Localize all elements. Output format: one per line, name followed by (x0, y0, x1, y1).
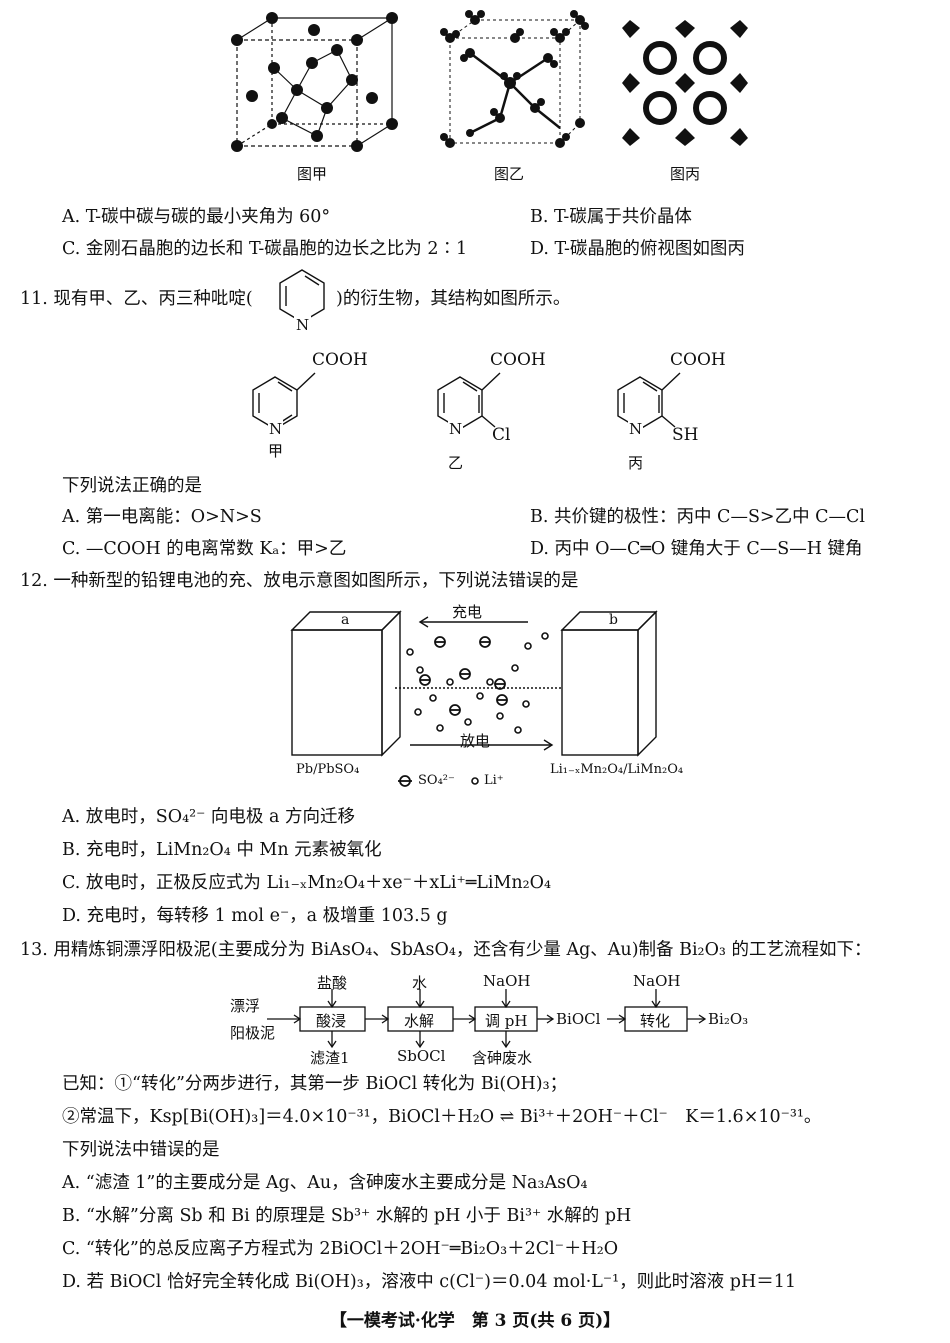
q11-prompt: 下列说法正确的是 (62, 476, 202, 496)
flow-out-residue: 滤渣1 (310, 1049, 350, 1067)
figure-diamond-cell (231, 12, 398, 152)
structure-yi-cl: Cl (492, 425, 511, 445)
q13-option-a: A. “滤渣 1”的主要成分是 Ag、Au，含砷废水主要成分是 Na₃AsO₄ (62, 1173, 588, 1193)
flow-reagent-naoh-1: NaOH (483, 972, 531, 990)
q11-stem-post: )的衍生物，其结构如图所示。 (336, 289, 571, 309)
figure-t-carbon-top-view (622, 20, 748, 146)
structure-jia-label: 甲 (268, 442, 284, 460)
structure-jia-n: N (268, 420, 284, 438)
q13-option-c: C. “转化”的总反应离子方程式为 2BiOCl＋2OH⁻═Bi₂O₃＋2Cl⁻… (62, 1239, 619, 1259)
legend-li-icon (471, 777, 479, 785)
q13-stem: 13. 用精炼铜漂浮阳极泥(主要成分为 BiAsO₄、SbAsO₄，还含有少量 … (20, 940, 872, 960)
flow-out-sbocl: SbOCl (397, 1047, 446, 1065)
q11-option-a: A. 第一电离能：O>N>S (62, 507, 262, 527)
flow-step-hydrolysis: 水解 (404, 1012, 435, 1030)
q12-option-b: B. 充电时，LiMn₂O₄ 中 Mn 元素被氧化 (62, 840, 382, 860)
structure-yi-top: COOH (490, 350, 546, 370)
structure-yi-n: N (448, 420, 464, 438)
electrode-right-label: Li₁₋ₓMn₂O₄/LiMn₂O₄ (550, 762, 684, 777)
q11-option-b: B. 共价键的极性：丙中 C—S>乙中 C—Cl (530, 507, 866, 527)
battery-diagram (290, 610, 658, 757)
q13-prompt: 下列说法中错误的是 (62, 1140, 220, 1160)
q11-option-d: D. 丙中 O—C═O 键角大于 C—S—H 键角 (530, 539, 863, 559)
flow-product: Bi₂O₃ (708, 1010, 749, 1028)
q10-option-d: D. T-碳晶胞的俯视图如图丙 (530, 239, 745, 259)
q11-stem-pre: 11. 现有甲、乙、丙三种吡啶( (20, 289, 253, 309)
flow-start-2: 阳极泥 (230, 1024, 276, 1042)
battery-box-b: b (609, 612, 618, 628)
q12-option-a: A. 放电时，SO₄²⁻ 向电极 a 方向迁移 (62, 807, 355, 827)
structure-yi-label: 乙 (448, 454, 464, 472)
q12-stem: 12. 一种新型的铅锂电池的充、放电示意图如图所示，下列说法错误的是 (20, 571, 579, 591)
structure-jia-top: COOH (312, 350, 368, 370)
structure-bing (617, 372, 681, 430)
fig-a-caption: 图甲 (297, 165, 328, 183)
fig-c-caption: 图丙 (670, 165, 701, 183)
flow-reagent-water: 水 (412, 974, 428, 992)
structure-bing-label: 丙 (628, 454, 644, 472)
flow-mid-biocl: BiOCl (556, 1010, 601, 1028)
flow-step-conversion: 转化 (640, 1012, 671, 1030)
q10-option-a: A. T-碳中碳与碳的最小夹角为 60° (62, 207, 331, 227)
electrode-left-label: Pb/PbSO₄ (296, 762, 360, 777)
q10-option-c: C. 金刚石晶胞的边长和 T-碳晶胞的边长之比为 2∶1 (62, 239, 468, 259)
q11-option-c: C. —COOH 的电离常数 Kₐ：甲>乙 (62, 539, 347, 559)
structure-bing-top: COOH (670, 350, 726, 370)
legend-sulfate-icon (398, 775, 412, 787)
q13-known-2: ②常温下，Ksp[Bi(OH)₃]＝4.0×10⁻³¹，BiOCl＋H₂O ⇌ … (62, 1107, 822, 1127)
fig-b-caption: 图乙 (494, 165, 525, 183)
flow-reagent-hcl: 盐酸 (317, 974, 348, 992)
structure-bing-sh: SH (672, 425, 699, 445)
discharge-label: 放电 (460, 732, 491, 750)
page-footer: 【一模考试·化学 第 3 页(共 6 页)】 (329, 1311, 621, 1331)
battery-box-a: a (341, 612, 350, 628)
figure-t-carbon-cell (440, 10, 589, 148)
charge-label: 充电 (452, 603, 483, 621)
flow-start-1: 漂浮 (230, 997, 261, 1015)
q13-option-b: B. “水解”分离 Sb 和 Bi 的原理是 Sb³⁺ 水解的 pH 小于 Bi… (62, 1206, 632, 1226)
flow-out-wastewater: 含砷废水 (472, 1049, 533, 1067)
structure-yi (437, 372, 501, 430)
pyridine-n-label: N (294, 316, 312, 334)
q12-option-c: C. 放电时，正极反应式为 Li₁₋ₓMn₂O₄＋xe⁻＋xLi⁺═LiMn₂O… (62, 873, 552, 893)
q13-option-d: D. 若 BiOCl 恰好完全转化成 Bi(OH)₃，溶液中 c(Cl⁻)＝0.… (62, 1272, 796, 1292)
structure-jia (252, 372, 316, 430)
q13-known-1: 已知：①“转化”分两步进行，其第一步 BiOCl 转化为 Bi(OH)₃； (62, 1074, 568, 1094)
flow-reagent-naoh-2: NaOH (633, 972, 681, 990)
flow-step-acid-leach: 酸浸 (316, 1012, 347, 1030)
q10-option-b: B. T-碳属于共价晶体 (530, 207, 692, 227)
structure-bing-n: N (628, 420, 644, 438)
legend-li-label: Li⁺ (484, 773, 504, 788)
flow-diagram (267, 989, 707, 1049)
flow-step-adjust-ph: 调 pH (485, 1012, 528, 1030)
q12-option-d: D. 充电时，每转移 1 mol e⁻，a 极增重 103.5 g (62, 906, 448, 926)
legend-sulfate-label: SO₄²⁻ (418, 773, 455, 788)
